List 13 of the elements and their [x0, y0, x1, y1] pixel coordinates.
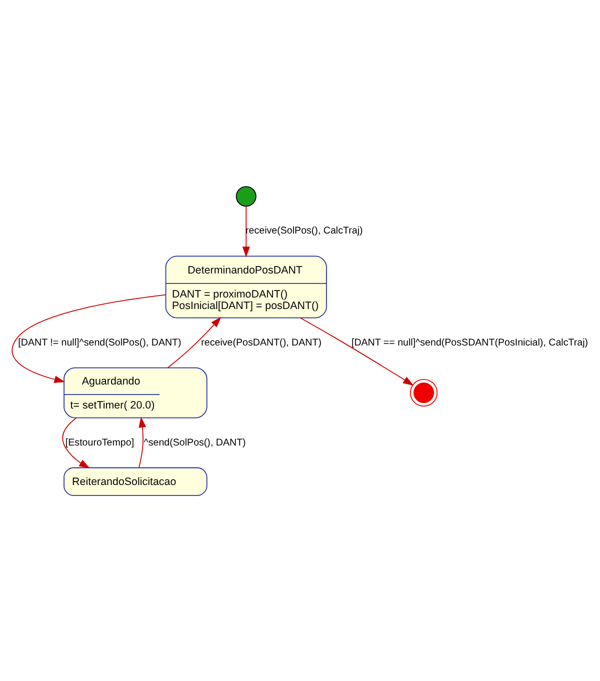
arrow: [12, 294, 166, 383]
edge-label: receive(PosDANT(), DANT): [201, 336, 322, 348]
node-circle: [410, 378, 438, 406]
arrow: [138, 416, 146, 468]
arrow: [242, 206, 250, 257]
node-circle: [236, 186, 256, 206]
edge-label: ^send(SolPos(), DANT): [144, 436, 246, 448]
arrow: [62, 417, 90, 468]
edge-label: [EstouroTempo]: [65, 436, 134, 448]
arrow: [300, 316, 414, 386]
edge-label: [DANT != null]^send(SolPos(), DANT): [18, 336, 182, 348]
edge-label: [DANT == null]^send(PosSDANT(PosInicial), CalcTraj): [351, 336, 588, 348]
arrow: [167, 316, 222, 368]
